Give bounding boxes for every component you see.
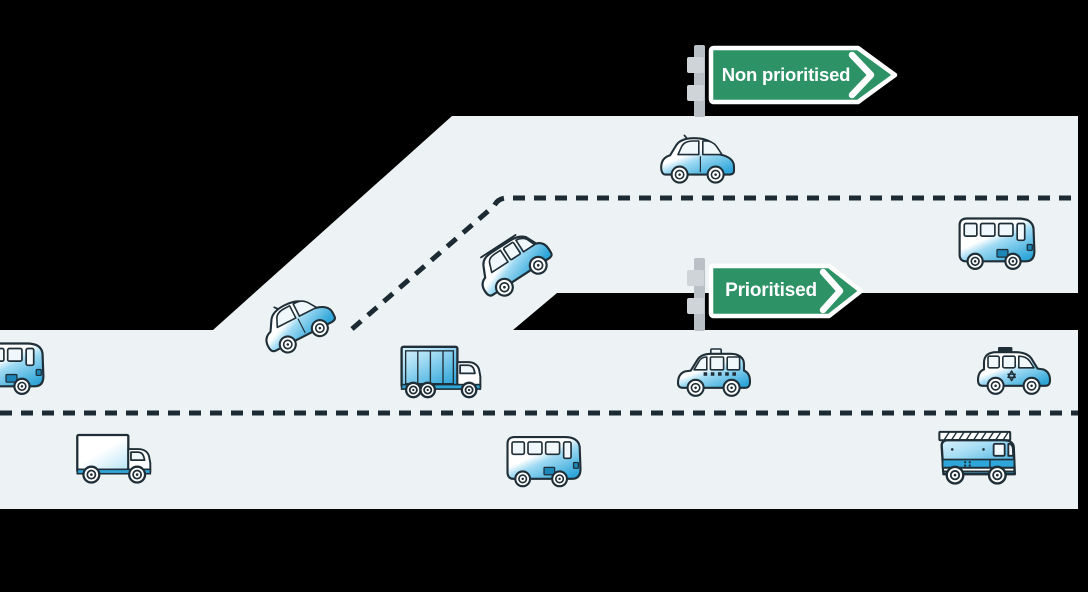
minibus-icon — [955, 212, 1039, 272]
taxi-icon — [674, 346, 754, 404]
firetruck-icon — [932, 420, 1024, 488]
delivery-icon — [72, 424, 160, 490]
sign-crossbar — [687, 270, 704, 286]
minibus-non-prioritised-road — [955, 212, 1039, 272]
sign-crossbar — [687, 57, 704, 73]
sign-crossbar — [687, 85, 704, 101]
slip-road-lane-line — [350, 195, 1078, 331]
boxtruck-icon — [398, 340, 488, 404]
delivery-truck-bottom-lane — [72, 424, 160, 490]
police-icon — [974, 344, 1054, 402]
sign-prioritised-label: Prioritised — [725, 280, 817, 301]
sign-pole — [694, 45, 705, 117]
sign-crossbar — [687, 298, 704, 314]
taxi-main-road — [674, 346, 754, 404]
box-truck-main-road — [398, 340, 488, 404]
police-car-main-road — [974, 344, 1054, 402]
sign-arrow-board — [708, 45, 898, 105]
minibus-icon — [503, 430, 585, 490]
bus-main-road-left-edge — [0, 336, 48, 398]
sign-arrow-board — [708, 263, 864, 319]
sign-non-prioritised-label: Non prioritised — [721, 64, 851, 85]
city-car-non-prioritised-lane — [658, 130, 738, 192]
sign-pole — [694, 258, 705, 331]
car-icon — [658, 130, 738, 192]
minibus-bottom-lane — [503, 430, 585, 490]
lane-markings — [0, 195, 1078, 416]
fire-truck-bottom-lane — [932, 420, 1024, 488]
minibus-icon — [0, 336, 48, 398]
